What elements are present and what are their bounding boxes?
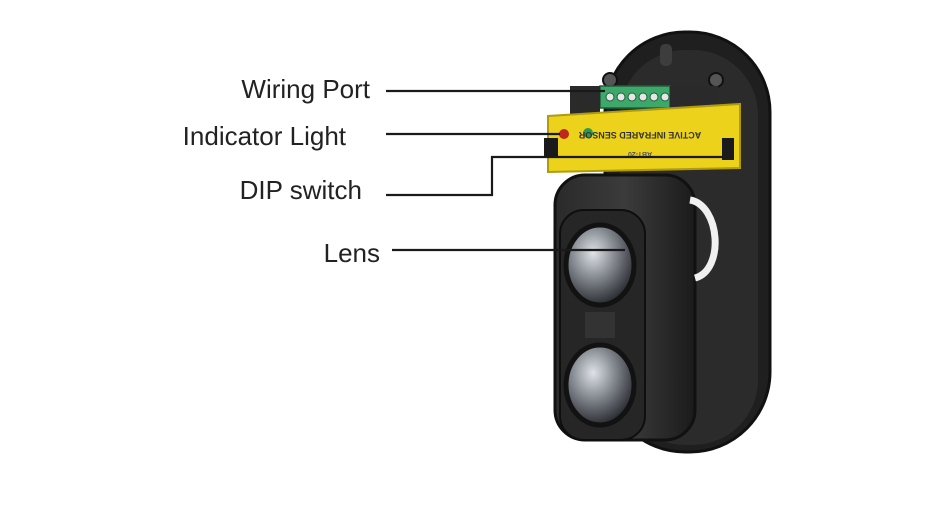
hook-slot bbox=[660, 44, 672, 66]
terminal-screw-icon bbox=[660, 92, 670, 102]
green-led-icon bbox=[583, 128, 593, 138]
terminal-screw-icon bbox=[627, 92, 637, 102]
indicator-light-label: Indicator Light bbox=[182, 121, 346, 151]
lens-icon bbox=[563, 222, 637, 308]
lens-divider bbox=[585, 312, 615, 338]
dip-switch-leader bbox=[386, 155, 722, 197]
screw-icon bbox=[602, 72, 618, 88]
lens-label: Lens bbox=[323, 238, 380, 268]
lens-icon bbox=[563, 342, 637, 428]
dip-switch-block bbox=[544, 138, 558, 158]
screw-icon bbox=[708, 72, 724, 88]
dip-switch-block bbox=[722, 138, 734, 160]
panel-text: ACTIVE INFRARED SENSOR bbox=[578, 130, 701, 140]
cable bbox=[688, 196, 719, 282]
terminal-screw-icon bbox=[605, 92, 615, 102]
wiring-port-label: Wiring Port bbox=[241, 74, 370, 104]
panel-small-text: ABT-20 bbox=[628, 150, 652, 157]
terminal-screw-icon bbox=[616, 92, 626, 102]
dip-switch-label: DIP switch bbox=[239, 175, 362, 205]
terminal-screw-icon bbox=[649, 92, 659, 102]
terminal-screw-icon bbox=[638, 92, 648, 102]
red-led-icon bbox=[559, 129, 569, 139]
